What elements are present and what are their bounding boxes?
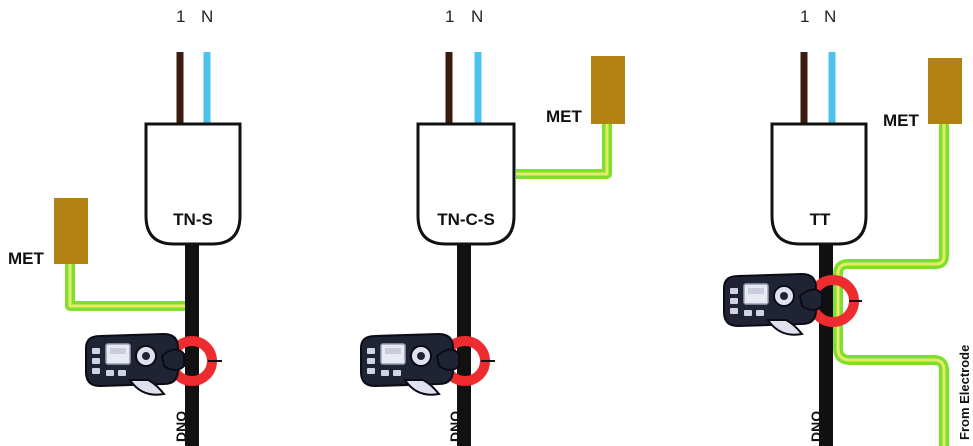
electrode-label: From Electrode: [957, 345, 972, 440]
neutral-label: N: [471, 7, 483, 26]
clamp-meter-icon: [85, 333, 185, 396]
cutout-unit: [770, 122, 868, 246]
live-label: 1: [445, 7, 454, 26]
neutral-label: N: [201, 7, 213, 26]
earth-conductor: [516, 118, 612, 179]
live-label: 1: [176, 7, 185, 26]
met-label: MET: [883, 111, 920, 130]
panel-tt: 1 N MET TT DNO From Electrode: [723, 7, 972, 446]
earth-conductor: [65, 260, 185, 311]
met-label: MET: [8, 249, 45, 268]
system-type-label: TT: [810, 210, 831, 229]
met-box: [54, 198, 88, 264]
cutout-unit: [144, 122, 242, 246]
clamp-meter-icon: [723, 273, 823, 336]
dno-label: DNO: [808, 411, 824, 442]
neutral-label: N: [824, 7, 836, 26]
dno-label: DNO: [447, 411, 463, 442]
system-type-label: TN-S: [173, 210, 213, 229]
panel-tn-s: 1 N MET TN-S DNO: [8, 7, 242, 446]
met-box: [591, 56, 625, 124]
system-type-label: TN-C-S: [437, 210, 495, 229]
met-box: [928, 58, 962, 124]
dno-label: DNO: [173, 411, 189, 442]
met-label: MET: [546, 107, 583, 126]
panel-tn-c-s: 1 N MET TN-C-S DNO: [360, 7, 625, 446]
clamp-meter-icon: [360, 333, 460, 396]
cutout-unit: [416, 122, 516, 246]
live-label: 1: [800, 7, 809, 26]
